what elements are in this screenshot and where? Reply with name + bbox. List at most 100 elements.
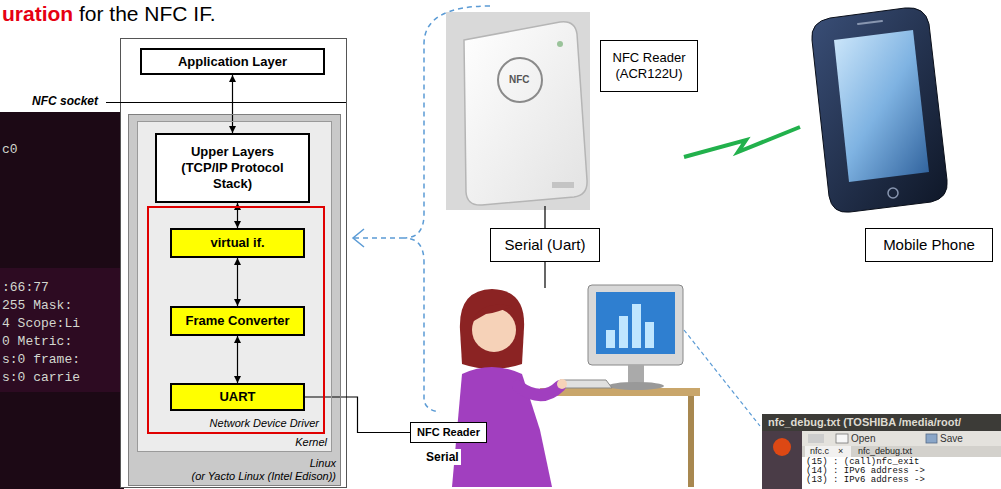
terminal-text: 255 Mask: — [2, 298, 72, 314]
chart-bar — [606, 330, 615, 348]
node-text: Upper Layers (TCP/IP Protocol Stack) — [181, 144, 285, 192]
phone-body — [812, 8, 947, 212]
text-holder: UART — [172, 385, 303, 409]
device-tag: Mobile Phone — [865, 228, 993, 262]
terminal-text: :66:77 — [2, 280, 49, 296]
node-text: UART — [219, 389, 255, 405]
reader-device — [464, 22, 587, 205]
keyboard — [552, 380, 612, 388]
log-line: (13) : IPv6 address -> — [806, 476, 925, 485]
device-tag: NFC Reader — [410, 422, 487, 443]
title-fragment: uration — [2, 1, 73, 27]
os-region: Linux(or Yacto Linux (Intel Edison)) Kern… — [128, 114, 341, 486]
text-holder: Mobile Phone — [866, 229, 992, 261]
text-holder: Kernel — [295, 436, 327, 449]
text-holder: Linux(or Yacto Linux (Intel Edison)) — [192, 457, 337, 483]
editor-toolbar — [802, 431, 1001, 446]
text-holder: Upper Layers (TCP/IP Protocol Stack) — [157, 135, 308, 201]
driver-block: Frame Converter — [170, 306, 305, 336]
node-text: Serial (Uart) — [505, 236, 586, 254]
phone-button — [888, 188, 898, 198]
device-tag: NFC Reader (ACR122U) — [600, 40, 698, 92]
connector — [305, 397, 410, 433]
text-holder: Frame Converter — [172, 308, 303, 334]
dashed-pointer — [354, 237, 404, 239]
node-text: Frame Converter — [185, 313, 289, 329]
text-holder: Serial (Uart) — [491, 229, 599, 261]
serial-wire — [544, 262, 545, 288]
nfc-logo — [498, 58, 542, 102]
text-holder: Application Layer — [142, 50, 323, 73]
chart-bar — [645, 322, 654, 348]
title-fragment: for the NFC IF. — [79, 1, 216, 27]
text-holder: Network Device Driver — [210, 417, 319, 430]
person-fringe — [472, 305, 512, 322]
socket-line — [106, 102, 346, 103]
terminal-screen — [0, 112, 124, 489]
text-holder: NFC Reader (ACR122U) — [601, 41, 697, 91]
driver-block: UART — [170, 383, 305, 411]
wireless-link — [684, 127, 800, 157]
monitor-stand — [628, 365, 644, 383]
kernel-region: Kernel Upper Layers (TCP/IP Protocol Stac… — [137, 121, 332, 452]
terminal-text: 4 Scope:Li — [2, 316, 80, 332]
node-text: virtual if. — [210, 235, 264, 251]
monitor — [588, 285, 683, 365]
monitor-base — [608, 382, 664, 390]
node-text: NFC Reader — [417, 426, 480, 439]
toolbar-button: Save — [940, 432, 963, 445]
editor-tab — [805, 446, 851, 457]
person-hair — [460, 289, 524, 369]
terminal-band — [0, 268, 124, 392]
node-text: Kernel — [295, 436, 327, 449]
chart-bar — [632, 304, 641, 348]
node-text: Network Device Driver — [210, 417, 319, 430]
editor-text-area — [802, 457, 1001, 489]
text-holder: NFC Reader — [411, 423, 486, 442]
desk-leg — [688, 396, 694, 487]
terminal-text: c0 — [2, 142, 18, 158]
node-text: Mobile Phone — [883, 236, 975, 254]
link-tag: Serial (Uart) — [490, 228, 600, 262]
linux-fill — [128, 114, 341, 486]
editor-titlebar — [762, 414, 1001, 431]
person-hand — [557, 379, 567, 389]
node-text: Linux — [192, 457, 337, 470]
layer-box: Upper Layers (TCP/IP Protocol Stack) — [155, 133, 310, 203]
text-holder: virtual if. — [172, 230, 303, 256]
reader-photo — [446, 12, 590, 210]
reader-led — [557, 41, 563, 47]
toolbar-button: Open — [851, 432, 875, 445]
pointer-head — [353, 229, 364, 247]
reader-badge — [552, 182, 574, 188]
tab-label: nfc_debug.txt — [858, 446, 912, 457]
chart-bar — [619, 316, 628, 348]
save-icon — [926, 434, 937, 443]
connector — [237, 336, 238, 383]
serial-wire — [544, 206, 545, 228]
phone-screen — [834, 30, 929, 182]
driver-region: Network Device Driver virtual if. Frame Co… — [147, 206, 325, 434]
editor-window — [762, 414, 1001, 489]
log-line: (15) : (call)nfc_exit — [806, 458, 919, 467]
node-text: NFC Reader (ACR122U) — [607, 50, 691, 82]
dashed-leader — [684, 330, 760, 426]
terminal-text: s:0 frame: — [2, 352, 80, 368]
interface-label: NFC socket — [32, 94, 98, 109]
terminal-text: 0 Metric: — [2, 334, 72, 350]
node-text: (or Yacto Linux (Intel Edison)) — [192, 470, 337, 483]
open-icon — [836, 434, 848, 443]
phone-speaker — [858, 21, 882, 24]
launcher-bar — [762, 431, 802, 489]
kernel-fill — [137, 121, 332, 452]
monitor-screen — [596, 292, 675, 354]
log-line: (14) : IPv6 address -> — [806, 467, 925, 476]
layer-box: Application Layer — [140, 48, 325, 75]
logo-text: NFC — [509, 74, 530, 86]
tab-label: nfc.c — [810, 446, 829, 457]
connector — [237, 258, 238, 306]
connector-label: Serial — [424, 449, 461, 465]
node-text: Application Layer — [178, 54, 287, 70]
launcher-icon — [773, 438, 791, 456]
window-title: nfc_debug.txt (TOSHIBA /media/root/ — [768, 415, 961, 430]
